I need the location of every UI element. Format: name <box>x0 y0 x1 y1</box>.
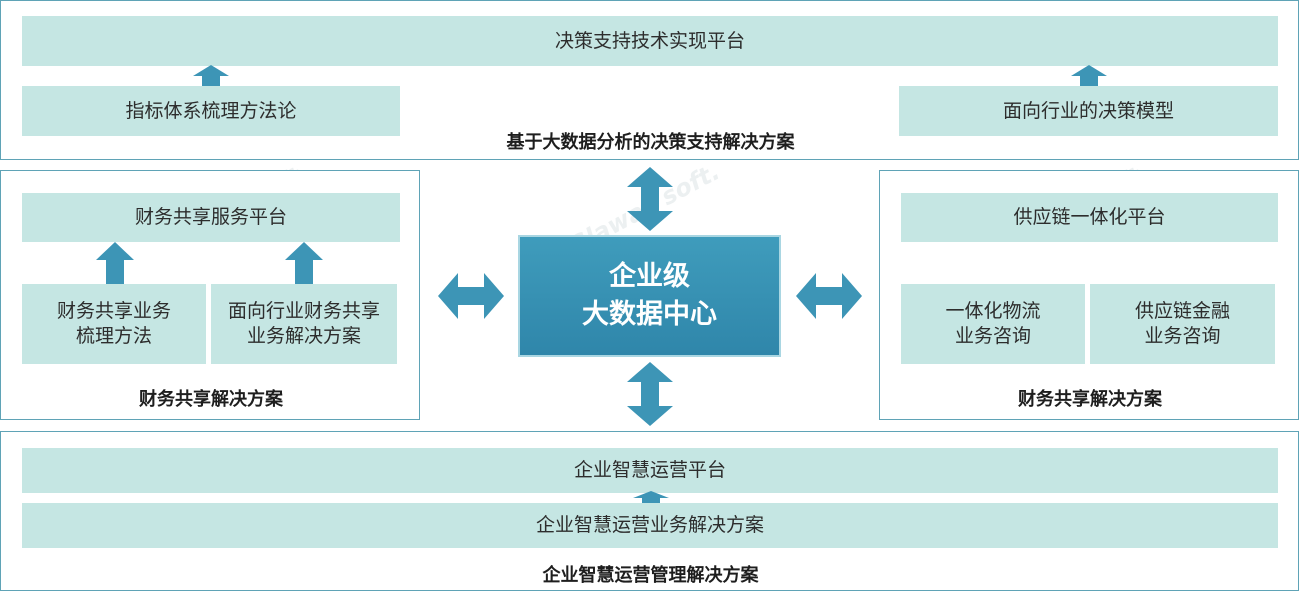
supply-chain-finance-label: 供应链金融 业务咨询 <box>1134 300 1230 347</box>
double-arrow-horizontal-icon <box>796 273 862 319</box>
indicator-methodology-label: 指标体系梳理方法论 <box>125 99 297 122</box>
finance-shared-platform-label: 财务共享服务平台 <box>134 206 287 228</box>
industry-finance-solution-label: 面向行业财务共享 业务解决方案 <box>227 300 380 347</box>
double-arrow-vertical-icon <box>627 362 673 426</box>
logistics-consulting-label: 一体化物流 业务咨询 <box>945 300 1041 347</box>
smart-operation-platform-box: 企业智慧运营平台 <box>22 448 1278 493</box>
smart-operation-solution-box: 企业智慧运营业务解决方案 <box>22 503 1278 548</box>
smart-operation-solution-label: 企业智慧运营业务解决方案 <box>535 514 764 536</box>
supply-chain-finance-box: 供应链金融 业务咨询 <box>1090 284 1275 364</box>
finance-shared-title: 财务共享解决方案 <box>139 389 283 410</box>
decision-support-title: 基于大数据分析的决策支持解决方案 <box>506 132 795 153</box>
arrow-up-icon <box>633 491 669 504</box>
top-panel: 决策支持技术实现平台 指标体系梳理方法论 面向行业的决策模型 基于大数据分析的决… <box>0 0 1299 160</box>
double-arrow-vertical-icon <box>627 167 673 231</box>
supply-chain-platform-label: 供应链一体化平台 <box>1013 206 1166 228</box>
enterprise-big-data-center: 企业级 大数据中心 <box>518 235 781 357</box>
smart-operation-platform-label: 企业智慧运营平台 <box>573 459 726 481</box>
finance-sorting-method-box: 财务共享业务 梳理方法 <box>22 284 206 364</box>
double-arrow-horizontal-icon <box>438 273 504 319</box>
decision-platform-box: 决策支持技术实现平台 <box>22 16 1278 66</box>
bottom-panel: 企业智慧运营平台 企业智慧运营业务解决方案 企业智慧运营管理解决方案 <box>0 431 1299 591</box>
arrow-up-icon <box>193 65 229 87</box>
smart-operation-title: 企业智慧运营管理解决方案 <box>542 565 759 586</box>
finance-shared-platform-box: 财务共享服务平台 <box>22 193 400 242</box>
arrow-up-icon <box>1071 65 1107 87</box>
decision-platform-label: 决策支持技术实现平台 <box>554 29 745 52</box>
industry-decision-model-label: 面向行业的决策模型 <box>1002 99 1174 122</box>
big-data-center-label: 企业级 大数据中心 <box>582 261 717 330</box>
arrow-up-icon <box>285 242 323 284</box>
left-panel: 财务共享服务平台 财务共享业务 梳理方法 面向行业财务共享 业务解决方案 财务共… <box>0 170 420 420</box>
supply-chain-platform-box: 供应链一体化平台 <box>901 193 1278 242</box>
industry-decision-model-box: 面向行业的决策模型 <box>899 86 1278 136</box>
finance-sorting-method-label: 财务共享业务 梳理方法 <box>56 300 171 347</box>
right-solution-title: 财务共享解决方案 <box>1018 389 1162 410</box>
logistics-consulting-box: 一体化物流 业务咨询 <box>901 284 1085 364</box>
right-panel: 供应链一体化平台 一体化物流 业务咨询 供应链金融 业务咨询 财务共享解决方案 <box>879 170 1299 420</box>
industry-finance-solution-box: 面向行业财务共享 业务解决方案 <box>211 284 397 364</box>
arrow-up-icon <box>96 242 134 284</box>
indicator-methodology-box: 指标体系梳理方法论 <box>22 86 400 136</box>
